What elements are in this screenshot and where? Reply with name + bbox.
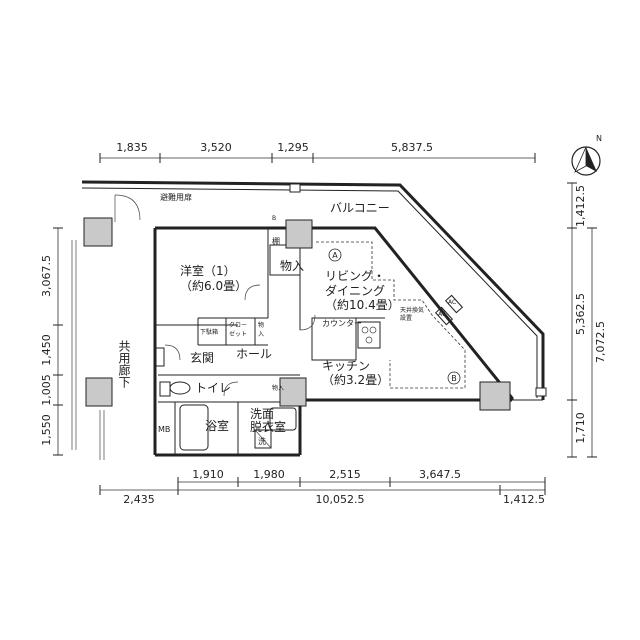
dim-left-4: 1,550 [40, 414, 53, 446]
washroom-label-1: 洗面 [250, 407, 274, 421]
bathtub [179, 404, 209, 451]
dimension-lines [53, 153, 597, 495]
dim-bottom-inner-2: 1,980 [253, 468, 285, 481]
toilet-label: トイレ [195, 381, 231, 395]
dim-right-inner-1: 1,412.5 [574, 185, 587, 227]
dim-top-3: 1,295 [277, 141, 309, 154]
marker-b: B [451, 374, 457, 383]
closet-label-2: ゼット [229, 330, 247, 338]
closet-1-label: 物入 [280, 259, 304, 273]
kitchen-counter-block [311, 317, 357, 361]
ceiling-unit-label-1: 天井換気 [400, 306, 424, 314]
dim-bottom-outer-2: 10,052.5 [316, 493, 365, 506]
dim-bottom-outer-1: 2,435 [123, 493, 155, 506]
corridor-windows [71, 240, 105, 460]
corridor-label: 共用廊下 [117, 340, 131, 388]
dim-top-1: 1,835 [116, 141, 148, 154]
shoe-box-label: 下駄箱 [200, 328, 218, 336]
dim-bottom-inner-4: 3,647.5 [419, 468, 461, 481]
balcony-drain [289, 183, 301, 193]
ac-units [434, 294, 464, 326]
western-room-name: 洋室（1） [180, 263, 236, 278]
entrance-label: 玄関 [190, 350, 214, 365]
ceiling-unit-label-2: 設置 [400, 314, 412, 322]
washbasin [269, 407, 297, 431]
dim-top-2: 3,520 [200, 141, 232, 154]
western-room-size: （約6.0畳） [180, 278, 247, 293]
dim-bottom-outer-3: 1,412.5 [503, 493, 545, 506]
kitchen-size: （約3.2畳） [322, 372, 389, 387]
pillars [83, 217, 511, 411]
dim-left-2: 1,450 [40, 334, 53, 366]
ac-label-2: AC [438, 311, 446, 318]
dim-right-outer-1: 7,072.5 [594, 321, 607, 363]
washer-label: 洗 [258, 436, 266, 446]
balcony-label: バルコニー [330, 201, 390, 215]
hall-label: ホール [236, 347, 272, 361]
balcony-outline [81, 180, 547, 401]
compass-north-label: N [596, 134, 602, 143]
closet-label-1: クロー [229, 322, 247, 329]
balcony-drain-2 [535, 387, 547, 397]
ac-label-1: AC [448, 299, 456, 306]
dimension-labels: 1,835 3,520 1,295 5,837.5 1,910 1,980 2,… [40, 141, 607, 506]
shelf-block [155, 347, 165, 367]
living-label-1: リビング・ [325, 269, 385, 283]
marker-a-circle [328, 248, 342, 262]
marker-b-circle [447, 371, 461, 385]
living-dashed-outline [316, 241, 466, 389]
closet-2-label-2: 入 [258, 331, 264, 338]
stove [357, 321, 381, 349]
north-compass: N [571, 134, 602, 176]
bathroom-label: 浴室 [205, 418, 229, 433]
evacuation-door-label: 避難用扉 [160, 192, 192, 202]
mb-label: MB [158, 425, 170, 434]
dim-bottom-inner-3: 2,515 [329, 468, 361, 481]
door-swings [164, 284, 316, 397]
living-label-2: ダイニング [325, 283, 385, 298]
marker-a: A [332, 251, 338, 260]
dim-left-1: 3,067.5 [40, 255, 53, 297]
dim-bottom-inner-1: 1,910 [192, 468, 224, 481]
counter-label: カウンター [322, 319, 362, 328]
toilet-bowl [169, 381, 191, 395]
dim-right-inner-3: 1,710 [574, 412, 587, 444]
living-size: （約10.4畳） [325, 297, 400, 312]
dim-left-3: 1,005 [40, 374, 53, 406]
b-tag-label: B [272, 215, 276, 222]
shelf-label: 棚 [272, 236, 280, 246]
washroom-label-2: 脱衣室 [250, 419, 286, 434]
dim-right-inner-2: 5,362.5 [574, 293, 587, 335]
closet-2-label-1: 物 [258, 321, 264, 329]
fixtures [155, 317, 381, 451]
toilet-tank [159, 381, 171, 397]
kitchen-label: キッチン [322, 359, 370, 373]
evacuation-door-arc [114, 194, 141, 221]
washer-pan [254, 429, 272, 449]
dim-top-4: 5,837.5 [391, 141, 433, 154]
closet-3-label: 物入 [272, 384, 284, 392]
room-labels: 洋室（1） （約6.0畳） 物入 棚 B リビング・ ダイニング （約10.4畳… [117, 215, 461, 446]
